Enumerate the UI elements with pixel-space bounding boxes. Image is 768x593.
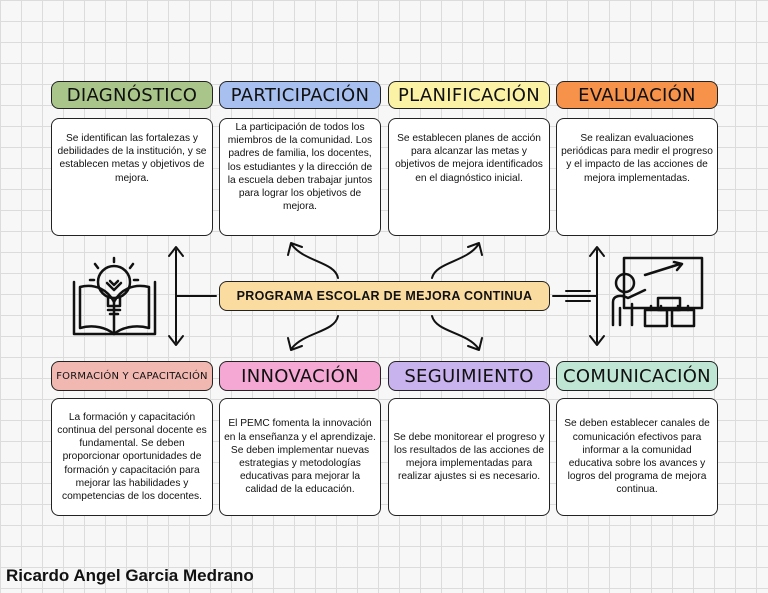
desc-seguimiento: Se debe monitorear el progreso y los res…	[388, 398, 550, 516]
arrow-to-innovacion	[291, 315, 339, 349]
desc-evaluacion: Se realizan evaluaciones periódicas para…	[556, 118, 718, 236]
teacher-board-icon	[611, 256, 704, 328]
arrow-to-planificacion	[431, 244, 479, 279]
title-evaluacion: EVALUACIÓN	[556, 81, 718, 109]
author-name: Ricardo Angel Garcia Medrano	[6, 566, 254, 585]
lightbulb-book-icon	[72, 256, 157, 336]
center-title: PROGRAMA ESCOLAR DE MEJORA CONTINUA	[219, 281, 550, 311]
left-arrows	[168, 246, 217, 346]
desc-comunicacion-text: Se deben establecer canales de comunicac…	[564, 418, 710, 496]
title-comunicacion: COMUNICACIÓN	[556, 361, 718, 391]
desc-comunicacion: Se deben establecer canales de comunicac…	[556, 398, 718, 516]
desc-evaluacion-text: Se realizan evaluaciones periódicas para…	[561, 133, 713, 184]
desc-diagnostico-text: Se identifican las fortalezas y debilida…	[57, 133, 207, 184]
desc-innovacion-text: El PEMC fomenta la innovación en la ense…	[224, 418, 376, 496]
title-diagnostico: DIAGNÓSTICO	[51, 81, 213, 109]
right-arrows	[552, 246, 605, 346]
desc-diagnostico: Se identifican las fortalezas y debilida…	[51, 118, 213, 236]
desc-planificacion-text: Se establecen planes de acción para alca…	[395, 133, 543, 184]
title-participacion: PARTICIPACIÓN	[219, 81, 381, 109]
desc-participacion-text: La participación de todos los miembros d…	[227, 122, 373, 213]
arrow-to-participacion	[291, 244, 339, 279]
desc-formacion: La formación y capacitación continua del…	[51, 398, 213, 516]
desc-seguimiento-text: Se debe monitorear el progreso y los res…	[393, 431, 545, 483]
desc-planificacion: Se establecen planes de acción para alca…	[388, 118, 550, 236]
title-innovacion: INNOVACIÓN	[219, 361, 381, 391]
title-seguimiento: SEGUIMIENTO	[388, 361, 550, 391]
desc-formacion-text: La formación y capacitación continua del…	[57, 411, 207, 502]
title-formacion: FORMACIÓN Y CAPACITACIÓN	[51, 361, 213, 391]
title-planificacion: PLANIFICACIÓN	[388, 81, 550, 109]
arrow-to-seguimiento	[431, 315, 479, 349]
desc-innovacion: El PEMC fomenta la innovación en la ense…	[219, 398, 381, 516]
desc-participacion: La participación de todos los miembros d…	[219, 118, 381, 236]
